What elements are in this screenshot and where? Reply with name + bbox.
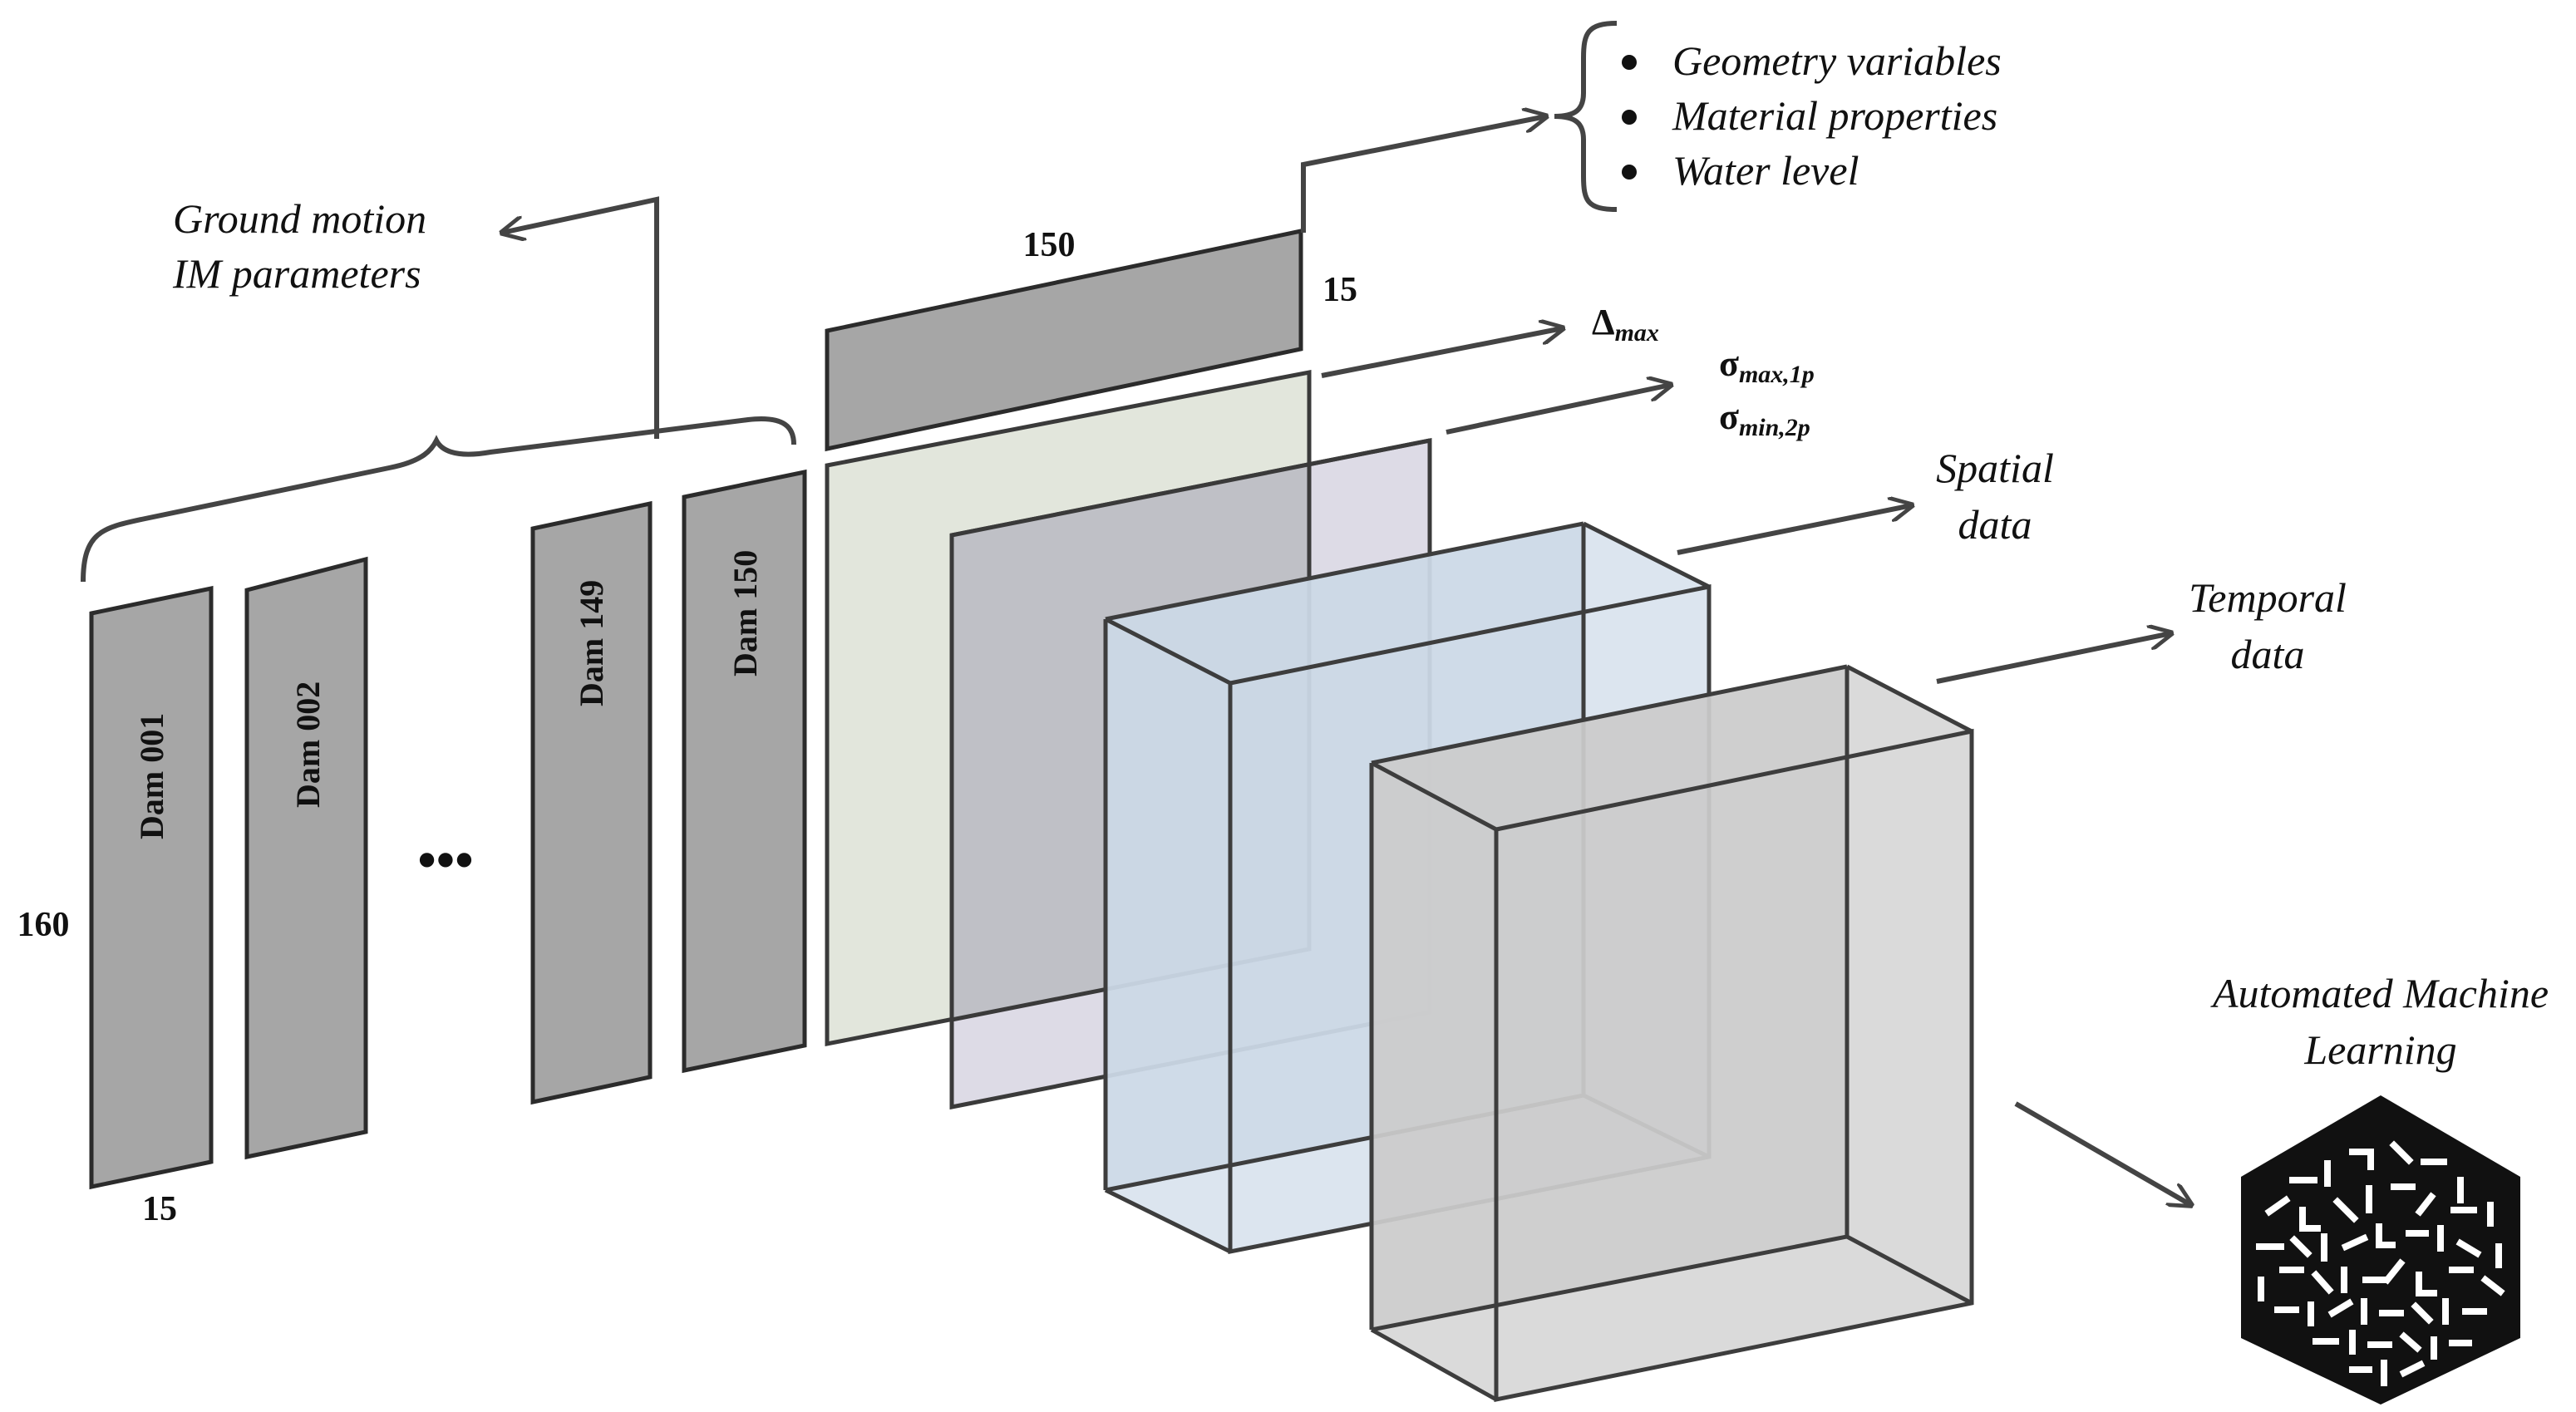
temporal-data-label-line2: data	[2231, 631, 2305, 677]
dam-slab-149: Dam 149	[530, 500, 653, 1105]
ellipsis: •••	[417, 830, 473, 889]
height-label: 160	[17, 906, 70, 944]
dam-slab-001: Dam 001	[89, 585, 214, 1190]
spatial-data-arrow	[1677, 505, 1912, 555]
automl-title-line1: Automated Machine	[2210, 970, 2549, 1016]
bullet-material-properties: Material properties	[1672, 92, 1997, 139]
width-label: 15	[142, 1190, 177, 1228]
plane2-edge-over	[949, 438, 1431, 1107]
bullet-geometry-variables: Geometry variables	[1672, 37, 2002, 84]
strip-width-label: 15	[1322, 271, 1357, 309]
delta-max-arrow	[1321, 328, 1563, 378]
dam-label-150: Dam 150	[727, 550, 764, 676]
strip-length-label: 150	[1023, 226, 1076, 264]
spatial-data-label-line2: data	[1958, 501, 2032, 548]
dam-slab-150: Dam 150	[682, 469, 807, 1074]
temporal-data-label-line1: Temporal	[2189, 574, 2347, 621]
temporal-data-arrow	[1936, 633, 2171, 684]
ground-motion-arrow	[502, 196, 659, 439]
dam-parameter-strip	[825, 228, 1303, 452]
sigma-min-label: σmin,2p	[1719, 396, 1810, 441]
sigma-max-label: σmax,1p	[1719, 343, 1815, 388]
dam-label-001: Dam 001	[133, 713, 170, 839]
parameters-brace	[1554, 21, 1618, 212]
spatial-data-label-line1: Spatial	[1936, 445, 2054, 491]
bullet-icon	[1622, 110, 1637, 125]
automl-title-line2: Learning	[2303, 1026, 2456, 1073]
dam-label-149: Dam 149	[573, 580, 610, 706]
automl-arrow	[2014, 1101, 2191, 1205]
dam-group-brace	[81, 416, 796, 583]
bullet-icon	[1622, 55, 1637, 70]
ground-motion-label-line1: Ground motion	[173, 195, 426, 242]
stress-arrow	[1446, 385, 1671, 435]
automl-hexagon-icon	[2241, 1095, 2520, 1405]
delta-max-label: Δmax	[1592, 302, 1659, 347]
ground-motion-label-line2: IM parameters	[172, 250, 421, 297]
parameters-arrow	[1301, 116, 1546, 233]
bullet-water-level: Water level	[1672, 147, 1859, 194]
bullet-icon	[1622, 165, 1637, 180]
parameters-list: Geometry variables Material properties W…	[1622, 37, 2002, 194]
dam-label-002: Dam 002	[289, 681, 327, 808]
temporal-data-cube	[1369, 664, 1974, 1403]
dam-slab-002: Dam 002	[244, 556, 368, 1160]
